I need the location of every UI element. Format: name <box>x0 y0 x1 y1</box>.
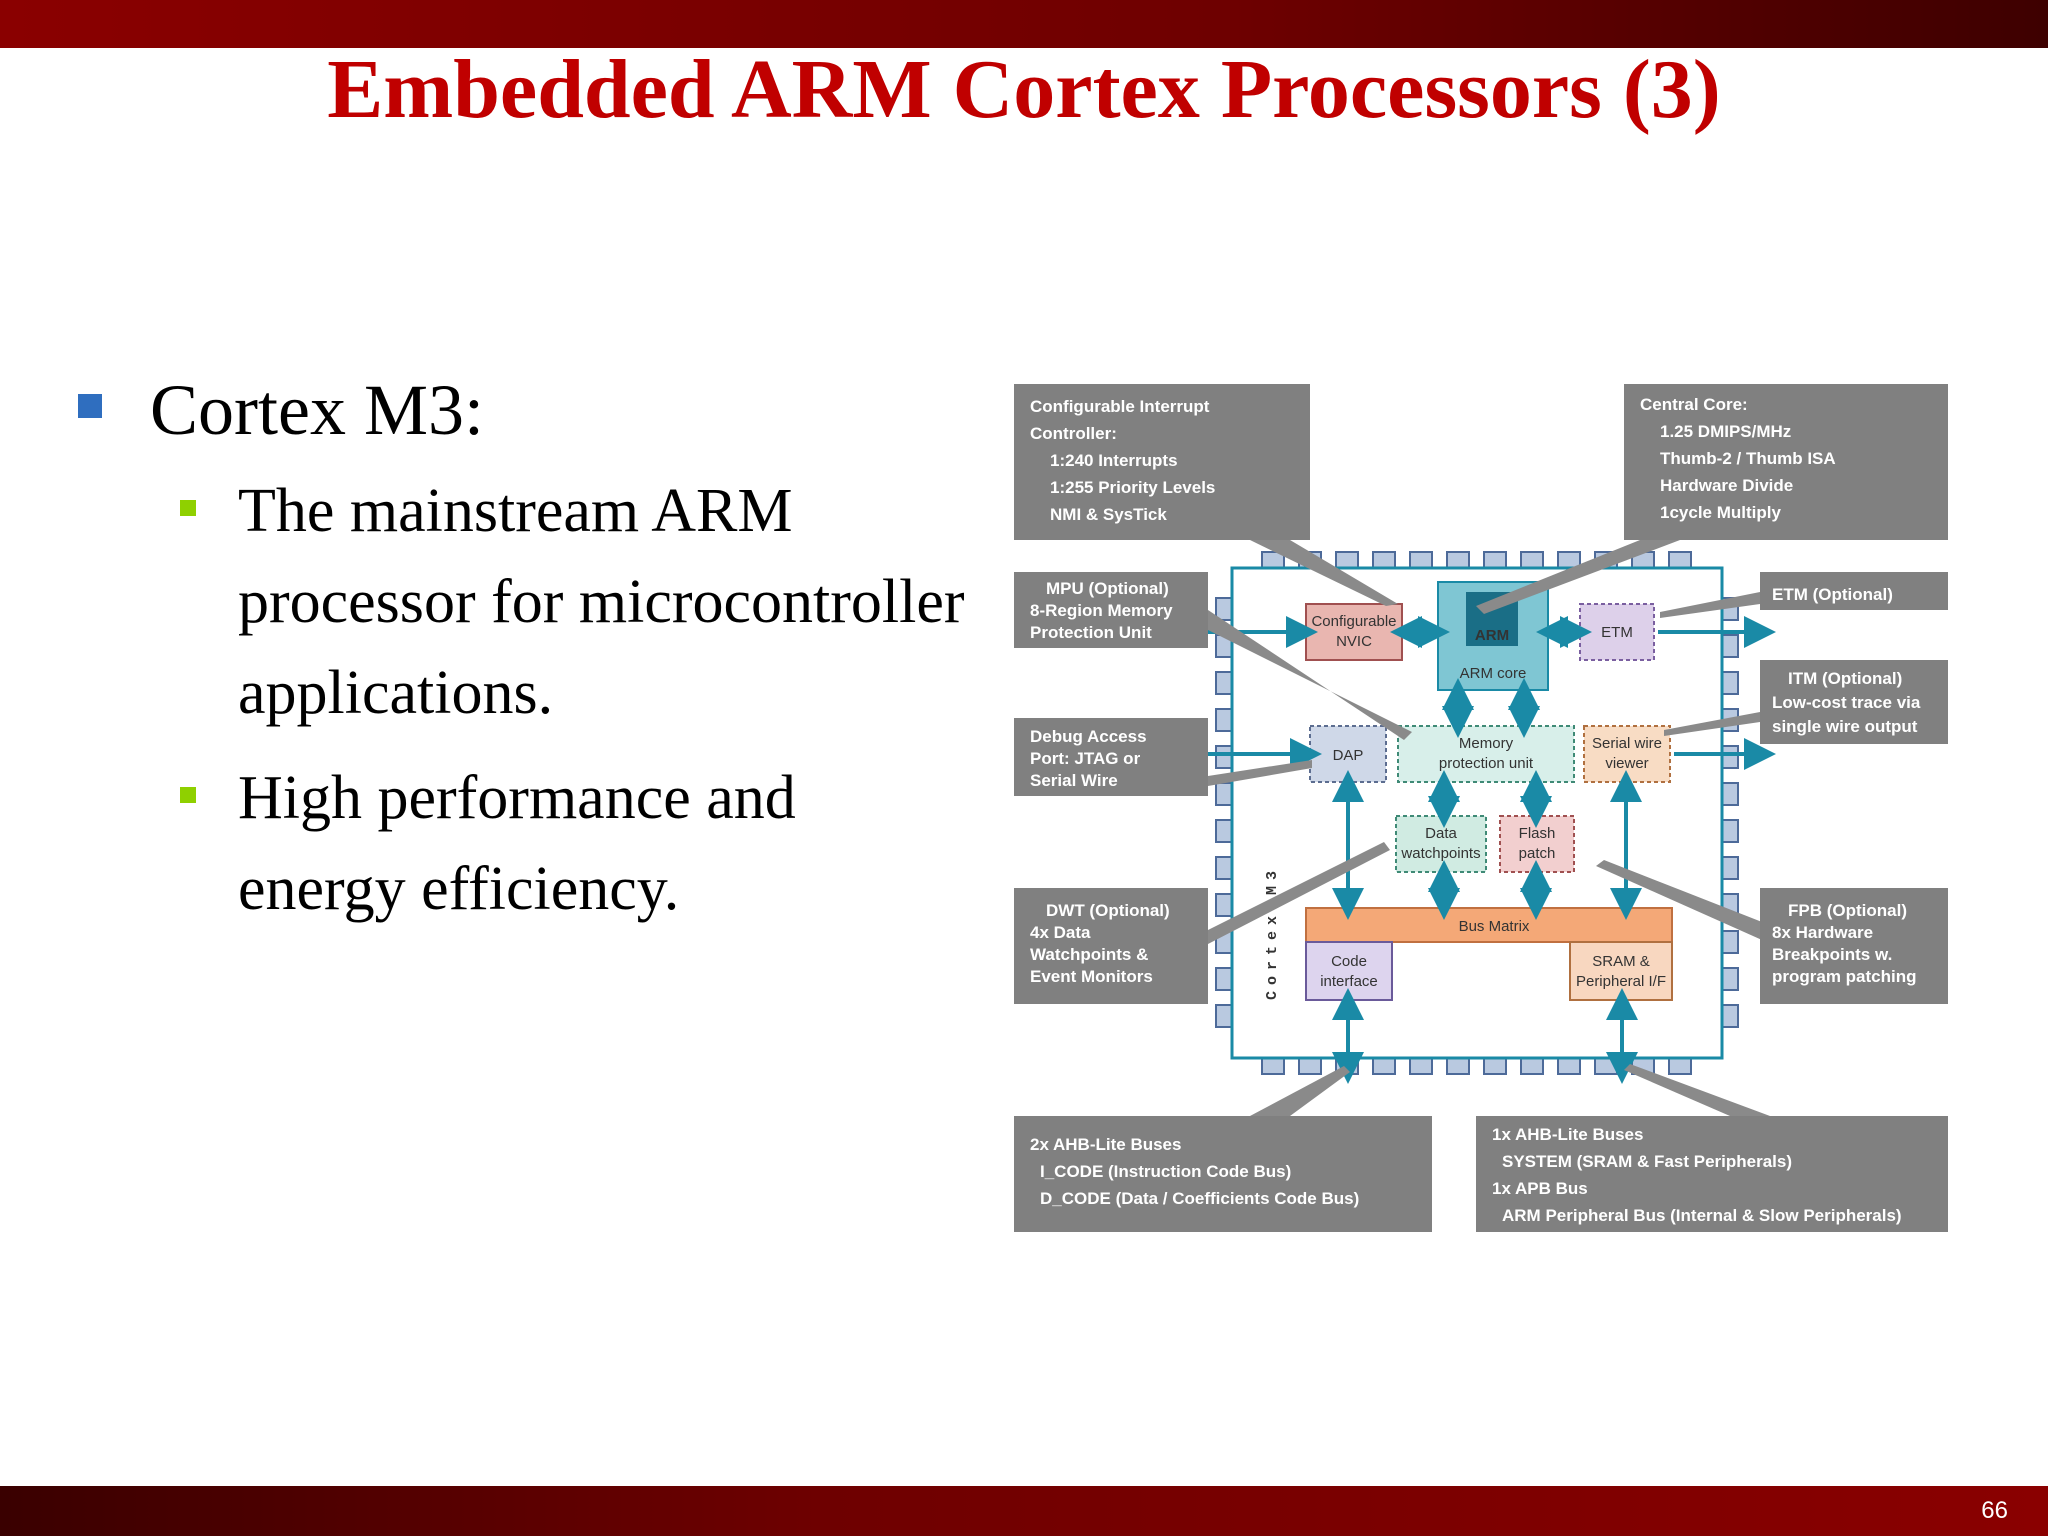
callout-debug-line-2: Serial Wire <box>1030 771 1118 790</box>
callout-itm <box>1760 660 1948 744</box>
callout-ahb1-line-1: SYSTEM (SRAM & Fast Peripherals) <box>1502 1152 1792 1171</box>
callout-ahb1-line-3: ARM Peripheral Bus (Internal & Slow Peri… <box>1502 1206 1902 1225</box>
sram-if-label-1: SRAM & <box>1592 953 1650 970</box>
callout-interrupt-line-3: 1:255 Priority Levels <box>1050 478 1215 497</box>
callout-core-line-2: Thumb-2 / Thumb ISA <box>1660 449 1836 468</box>
callout-etm <box>1760 572 1948 610</box>
callout-core-line-1: 1.25 DMIPS/MHz <box>1660 422 1791 441</box>
callout-core-line-4: 1cycle Multiply <box>1660 503 1781 522</box>
callout-itm-line-1: Low-cost trace via <box>1772 693 1921 712</box>
bullet-main: Cortex M3: <box>70 360 970 460</box>
code-if-label-2: interface <box>1320 973 1378 990</box>
callout-fpb-line-1: 8x Hardware <box>1772 923 1873 942</box>
dwt-label-2: watchpoints <box>1400 845 1480 862</box>
callout-ahb1-line-0: 1x AHB-Lite Buses <box>1492 1125 1643 1144</box>
callout-ahb1-line-2: 1x APB Bus <box>1492 1179 1588 1198</box>
callout-dwt-line-1: 4x Data <box>1030 923 1091 942</box>
square-bullet-icon <box>180 500 196 516</box>
bullet-sub-1: The mainstream ARM processor for microco… <box>70 466 970 739</box>
callout-mpu-line-0: MPU (Optional) <box>1046 579 1169 598</box>
arm-core-label: ARM core <box>1460 665 1527 682</box>
callout-mpu-line-1: 8-Region Memory <box>1030 601 1173 620</box>
callout-core-line-3: Hardware Divide <box>1660 476 1793 495</box>
callout-itm-line-2: single wire output <box>1772 717 1918 736</box>
callout-ahb2-line-0: 2x AHB-Lite Buses <box>1030 1135 1181 1154</box>
callout-interrupt-line-4: NMI & SysTick <box>1050 505 1167 524</box>
code-if-label-1: Code <box>1331 953 1367 970</box>
callout-debug-access-port <box>1014 718 1208 796</box>
callout-fpb-line-3: program patching <box>1772 967 1917 986</box>
cortex-m3-diagram: Cortex-M3 Configurable NVIC ARM ARM core… <box>1014 382 1948 1234</box>
bullet-sub-1-text: The mainstream ARM processor for microco… <box>238 477 965 727</box>
callout-dwt-line-2: Watchpoints & <box>1030 945 1148 964</box>
page-number: 66 <box>1981 1497 2008 1524</box>
code-interface-block <box>1305 941 1393 1001</box>
etm-label: ETM <box>1601 624 1633 641</box>
fpb-label-1: Flash <box>1519 825 1556 842</box>
nvic-label-1: Configurable <box>1311 613 1396 630</box>
bullet-list: Cortex M3: The mainstream ARM processor … <box>70 360 970 935</box>
top-bar <box>0 0 2048 48</box>
callout-pointers <box>1208 540 1770 1116</box>
slide-title: Embedded ARM Cortex Processors (3) <box>327 43 1721 136</box>
callout-interrupt-controller <box>1014 384 1310 540</box>
callout-interrupt-line-2: 1:240 Interrupts <box>1050 451 1178 470</box>
callout-mpu <box>1014 572 1208 648</box>
chip-label: Cortex-M3 <box>1264 865 1281 1000</box>
sram-if-label-2: Peripheral I/F <box>1576 973 1666 990</box>
bus-matrix-label: Bus Matrix <box>1459 918 1530 935</box>
callout-debug-line-0: Debug Access <box>1030 727 1147 746</box>
arm-logo-text: ARM <box>1475 627 1509 644</box>
callout-ahb2-line-1: I_CODE (Instruction Code Bus) <box>1040 1162 1291 1181</box>
callout-dwt <box>1014 888 1208 1004</box>
bottom-bar <box>0 1486 2048 1536</box>
callout-etm-line-0: ETM (Optional) <box>1772 585 1893 604</box>
callout-dwt-line-3: Event Monitors <box>1030 967 1153 986</box>
callout-interrupt-line-1: Controller: <box>1030 424 1117 443</box>
callout-debug-line-1: Port: JTAG or <box>1030 749 1141 768</box>
dap-label: DAP <box>1333 747 1364 764</box>
swv-label-2: viewer <box>1605 755 1648 772</box>
swv-label-1: Serial wire <box>1592 735 1662 752</box>
callout-core-line-0: Central Core: <box>1640 395 1748 414</box>
sram-interface-block <box>1569 941 1673 1001</box>
cortex-m3-block-diagram: Cortex-M3 Configurable NVIC ARM ARM core… <box>1014 384 1948 1232</box>
callout-fpb-line-0: FPB (Optional) <box>1788 901 1907 920</box>
callout-dwt-line-0: DWT (Optional) <box>1046 901 1170 920</box>
bullet-sub-2: High performance and energy efficiency. <box>70 753 970 935</box>
mpu-label-1: Memory <box>1459 735 1514 752</box>
callout-fpb-line-2: Breakpoints w. <box>1772 945 1892 964</box>
etm-block <box>1579 603 1655 661</box>
square-bullet-icon <box>78 394 102 418</box>
dwt-label-1: Data <box>1425 825 1457 842</box>
callout-ahb-2x <box>1014 1116 1432 1232</box>
callout-interrupt-line-0: Configurable Interrupt <box>1030 397 1210 416</box>
bullet-sub-2-text: High performance and energy efficiency. <box>238 764 796 923</box>
bus-matrix-block <box>1305 907 1673 943</box>
callout-ahb2-line-2: D_CODE (Data / Coefficients Code Bus) <box>1040 1189 1359 1208</box>
bus-arrows <box>1198 616 1776 1084</box>
callout-central-core <box>1624 384 1948 540</box>
nvic-label-2: NVIC <box>1336 633 1372 650</box>
square-bullet-icon <box>180 787 196 803</box>
mpu-label-2: protection unit <box>1439 755 1534 772</box>
callout-mpu-line-2: Protection Unit <box>1030 623 1152 642</box>
callout-fpb <box>1760 888 1948 1004</box>
fpb-label-2: patch <box>1519 845 1556 862</box>
bullet-main-text: Cortex M3: <box>150 370 484 450</box>
callout-ahb-1x <box>1476 1116 1948 1232</box>
callout-itm-line-0: ITM (Optional) <box>1788 669 1902 688</box>
